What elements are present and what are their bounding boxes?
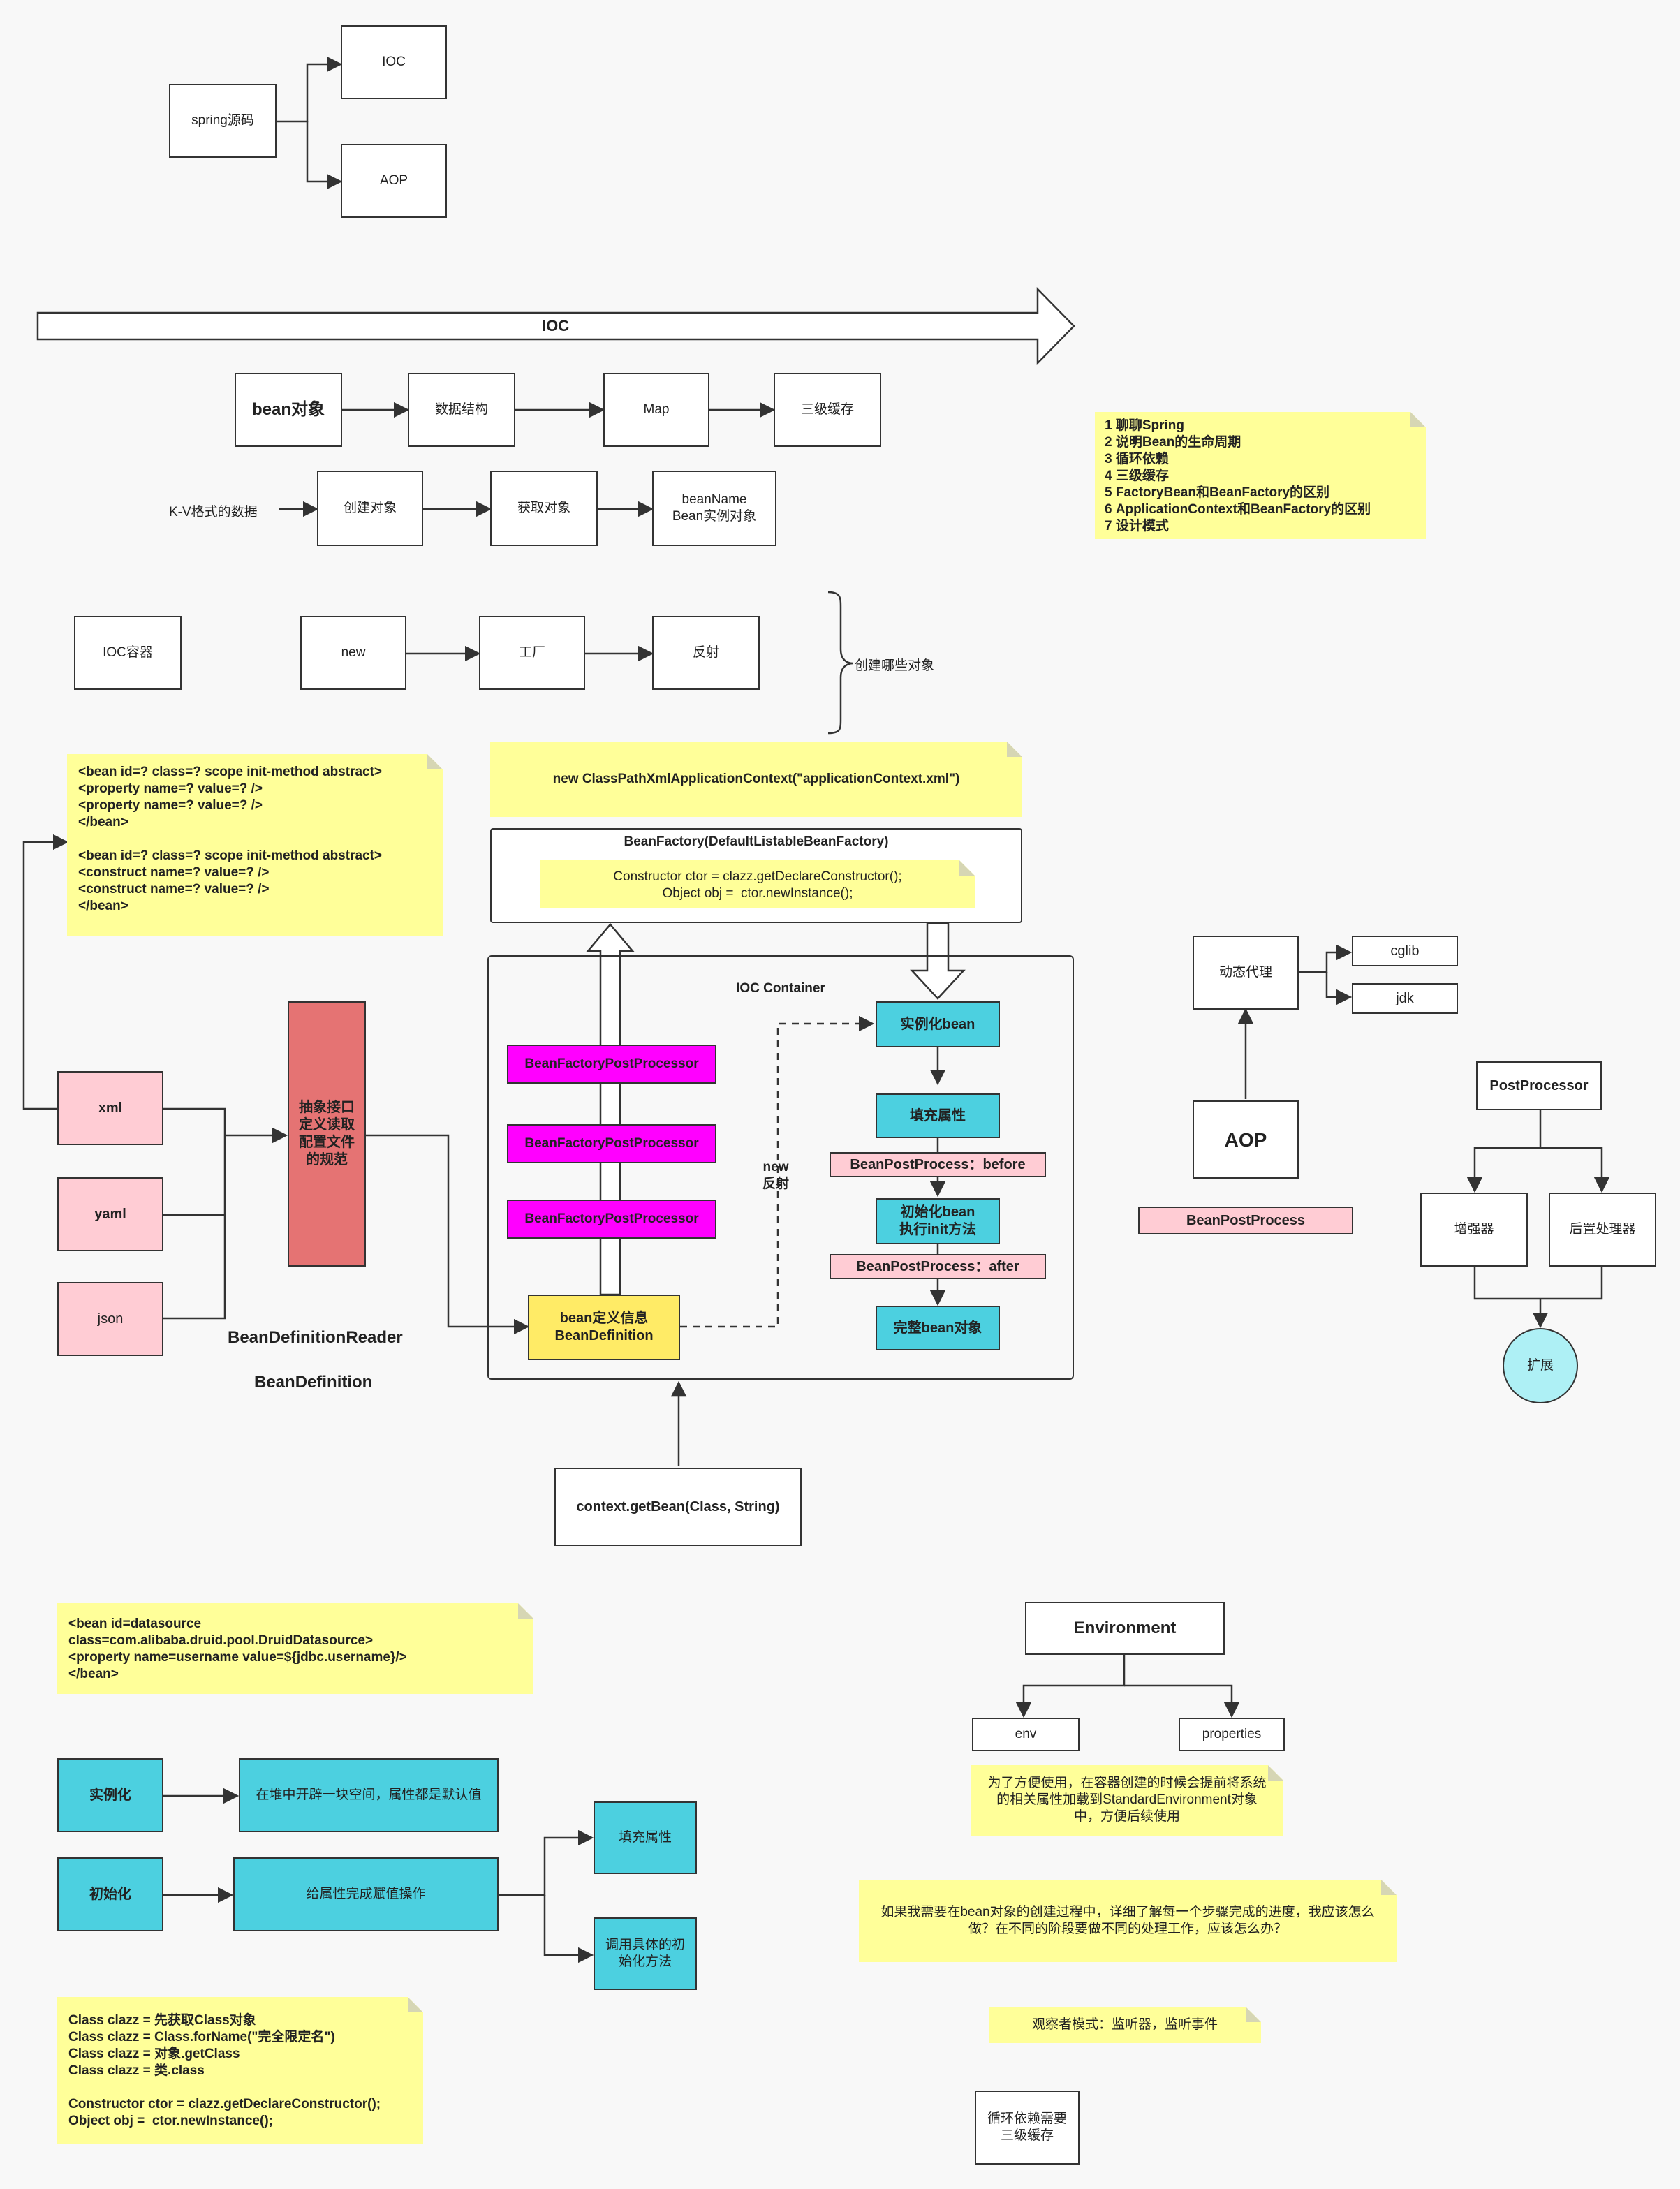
enhancer-box[interactable]: 增强器 [1420, 1193, 1528, 1267]
observer-pattern-note: 观察者模式：监听器，监听事件 [989, 2007, 1261, 2043]
ioc-container-frame: IOC Container [487, 955, 1074, 1380]
complete-bean-box[interactable]: 完整bean对象 [876, 1306, 1000, 1350]
instantiate-phase-box[interactable]: 实例化 [57, 1758, 163, 1832]
yaml-source-box[interactable]: yaml [57, 1177, 163, 1251]
bean-definition-reader-label: BeanDefinitionReader [228, 1328, 403, 1347]
bean-definition-box[interactable]: bean定义信息 BeanDefinition [528, 1295, 680, 1360]
post-handler-box[interactable]: 后置处理器 [1549, 1193, 1656, 1267]
instantiate-desc-box[interactable]: 在堆中开辟一块空间，属性都是默认值 [239, 1758, 499, 1832]
environment-note: 为了方便使用，在容器创建的时候会提前将系统 的相关属性加载到StandardEn… [971, 1765, 1283, 1836]
bean-name-box[interactable]: beanName Bean实例对象 [652, 471, 776, 546]
bean-factory-post-processor-2[interactable]: BeanFactoryPostProcessor [507, 1124, 716, 1163]
extend-circle[interactable]: 扩展 [1503, 1328, 1578, 1403]
environment-box[interactable]: Environment [1025, 1602, 1225, 1655]
which-objects-label: 创建哪些对象 [855, 658, 935, 673]
bpp-after-box[interactable]: BeanPostProcess：after [830, 1254, 1046, 1279]
new-label: new [762, 1160, 789, 1174]
dynamic-proxy-box[interactable]: 动态代理 [1193, 936, 1299, 1010]
ioc-box[interactable]: IOC [341, 25, 447, 99]
bean-factory-code-note: Constructor ctor = clazz.getDeclareConst… [540, 860, 975, 908]
cglib-box[interactable]: cglib [1352, 936, 1458, 966]
properties-box[interactable]: properties [1179, 1718, 1285, 1751]
bean-object-box[interactable]: bean对象 [235, 373, 342, 447]
data-structure-box[interactable]: 数据结构 [408, 373, 515, 447]
instantiate-bean-box[interactable]: 实例化bean [876, 1001, 1000, 1047]
reflect-label: 反射 [762, 1177, 790, 1191]
topics-note: 1 聊聊Spring 2 说明Bean的生命周期 3 循环依赖 4 三级缓存 5… [1095, 412, 1426, 539]
bean-definition-line2: BeanDefinition [554, 1328, 654, 1343]
fill-properties-phase-box[interactable]: 填充属性 [594, 1801, 697, 1874]
aop-box[interactable]: AOP [341, 144, 447, 218]
factory-box[interactable]: 工厂 [479, 616, 585, 690]
three-level-cache-box[interactable]: 三级缓存 [774, 373, 881, 447]
ioc-container-box[interactable]: IOC容器 [74, 616, 182, 690]
ioc-container-title: IOC Container [736, 981, 825, 996]
ioc-arrow-label: IOC [542, 317, 570, 334]
xml-config-note: <bean id=? class=? scope init-method abs… [67, 754, 443, 936]
init-bean-line1: 初始化bean [900, 1204, 975, 1220]
new-reflect-label: new 反射 [762, 1159, 789, 1193]
init-bean-box[interactable]: 初始化bean 执行init方法 [876, 1198, 1000, 1244]
call-init-method-box[interactable]: 调用具体的初 始化方法 [594, 1917, 697, 1990]
new-box[interactable]: new [300, 616, 406, 690]
spring-source-box[interactable]: spring源码 [169, 84, 277, 158]
reflect-box[interactable]: 反射 [652, 616, 760, 690]
get-object-box[interactable]: 获取对象 [490, 471, 598, 546]
bean-definition-label: BeanDefinition [254, 1373, 373, 1392]
application-context-note: new ClassPathXmlApplicationContext("appl… [490, 742, 1022, 817]
env-box[interactable]: env [972, 1718, 1080, 1751]
init-phase-box[interactable]: 初始化 [57, 1857, 163, 1931]
jdk-box[interactable]: jdk [1352, 983, 1458, 1014]
fill-properties-box[interactable]: 填充属性 [876, 1093, 1000, 1138]
bean-post-process-box[interactable]: BeanPostProcess [1138, 1207, 1353, 1234]
json-source-box[interactable]: json [57, 1282, 163, 1356]
bean-definition-line1: bean定义信息 [559, 1311, 649, 1326]
bean-factory-title: BeanFactory(DefaultListableBeanFactory) [624, 834, 889, 849]
create-object-box[interactable]: 创建对象 [317, 471, 423, 546]
bean-name-line2: Bean实例对象 [672, 509, 757, 524]
abstract-interface-box[interactable]: 抽象接口 定义读取 配置文件 的规范 [288, 1001, 366, 1267]
bean-factory-post-processor-1[interactable]: BeanFactoryPostProcessor [507, 1045, 716, 1084]
xml-source-box[interactable]: xml [57, 1071, 163, 1145]
bean-name-line1: beanName [681, 492, 747, 508]
question-note: 如果我需要在bean对象的创建过程中，详细了解每一个步骤完成的进度，我应该怎么 … [859, 1880, 1397, 1962]
bean-factory-post-processor-3[interactable]: BeanFactoryPostProcessor [507, 1200, 716, 1239]
get-bean-box[interactable]: context.getBean(Class, String) [554, 1468, 802, 1546]
datasource-note: <bean id=datasource class=com.alibaba.dr… [57, 1603, 533, 1694]
init-desc-box[interactable]: 给属性完成赋值操作 [233, 1857, 499, 1931]
aop-section-box[interactable]: AOP [1193, 1100, 1299, 1179]
kv-data-label: K-V格式的数据 [169, 505, 258, 519]
bpp-before-box[interactable]: BeanPostProcess：before [830, 1152, 1046, 1177]
class-code-note: Class clazz = 先获取Class对象 Class clazz = C… [57, 1997, 423, 2144]
map-box[interactable]: Map [603, 373, 709, 447]
init-bean-line2: 执行init方法 [899, 1222, 976, 1237]
post-processor-box[interactable]: PostProcessor [1476, 1061, 1602, 1110]
circular-dependency-box[interactable]: 循环依赖需要 三级缓存 [975, 2091, 1080, 2165]
